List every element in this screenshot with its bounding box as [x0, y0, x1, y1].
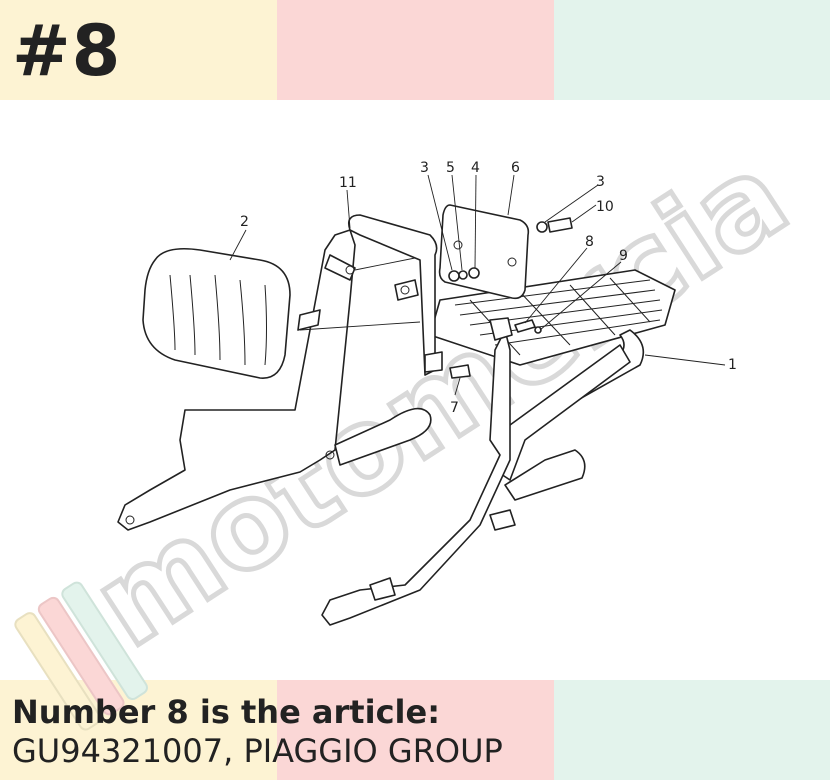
callout-4: 4 [471, 160, 480, 176]
rack-arm [321, 329, 516, 626]
washer-3-right [536, 221, 548, 233]
caption-line-2: GU94321007, PIAGGIO GROUP [12, 732, 503, 770]
footer-band-green [554, 680, 830, 780]
footer-band-pink [277, 680, 554, 780]
washer-9 [534, 326, 542, 334]
header-band-pink [277, 0, 554, 100]
screw-7 [449, 364, 471, 379]
callout-3-right: 3 [596, 174, 605, 190]
callout-9: 9 [619, 248, 628, 264]
backrest-pad [142, 247, 291, 379]
backrest-frame [117, 214, 438, 531]
mounting-plate [438, 204, 530, 300]
header-band-yellow [0, 0, 277, 100]
callout-6: 6 [511, 160, 520, 176]
caption-line-1: Number 8 is the article: [12, 693, 440, 731]
washer-3-left [448, 270, 460, 282]
callout-numbers: 1 2 3 3 4 5 6 7 8 9 10 11 [240, 160, 737, 416]
callout-5: 5 [446, 160, 455, 176]
callout-1: 1 [728, 357, 737, 373]
nut-4 [468, 267, 480, 279]
callout-7: 7 [450, 400, 459, 416]
callout-11: 11 [339, 175, 357, 191]
callout-3-left: 3 [420, 160, 429, 176]
leader-lines [229, 174, 726, 396]
watermark-text: motomercia [70, 126, 810, 673]
callout-2: 2 [240, 214, 249, 230]
screw-10 [547, 217, 573, 233]
spacer-5 [458, 270, 468, 280]
callout-10: 10 [596, 199, 614, 215]
hardware [424, 217, 573, 379]
header-band-green [554, 0, 830, 100]
callout-8: 8 [585, 234, 594, 250]
page-title: #8 [12, 10, 122, 92]
